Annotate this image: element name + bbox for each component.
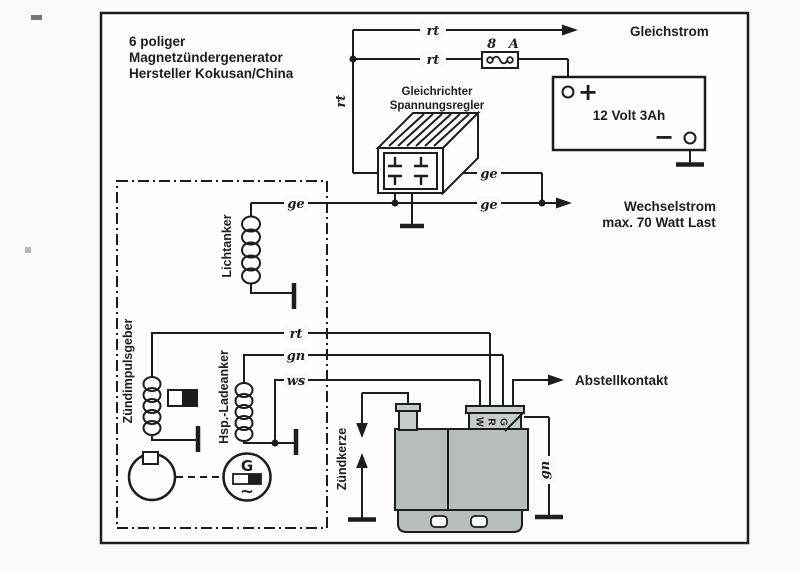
wire-ws-cdi — [274, 379, 481, 443]
battery-body — [551, 75, 707, 152]
rectifier-label-1: Gleichrichter — [402, 86, 473, 98]
trigger-magnet-pole — [182, 390, 197, 406]
coil-icon — [234, 382, 254, 442]
connector-pins-bottom — [388, 174, 428, 185]
arrow-right-icon — [548, 374, 564, 386]
cdi-connector-edge — [504, 412, 524, 432]
generator-g-label: G — [241, 457, 253, 475]
battery: + 12 Volt 3Ah − — [551, 75, 707, 167]
wire-kill-switch — [512, 379, 550, 406]
spark-gap-arrow-down-icon — [356, 423, 368, 438]
rectifier-regulator: Gleichrichter Spannungsregler — [375, 86, 485, 229]
battery-minus-terminal — [683, 131, 697, 145]
cdi-ht-tower — [398, 410, 418, 431]
coil-icon — [142, 376, 162, 436]
ac-section-label-1: Wechselstrom — [624, 199, 716, 214]
lighting-coil-label: Lichtanker — [220, 214, 234, 277]
dc-section-label: Gleichstrom — [630, 24, 709, 39]
wire-spark-lead — [361, 392, 409, 425]
ac-section-label-2: max. 70 Watt Last — [602, 215, 716, 230]
generator-magnet-pole — [248, 474, 261, 484]
junction-dot — [271, 439, 279, 447]
connector-pins-top — [388, 157, 428, 168]
label-plate — [420, 51, 446, 66]
wire-label-ge: ge — [480, 198, 497, 213]
title-line-3: Hersteller Kokusan/China — [129, 66, 294, 81]
wire-label-rt: rt — [290, 327, 303, 342]
coil-icon — [241, 215, 261, 285]
cdi-mount-hole — [430, 515, 448, 528]
label-plate — [284, 348, 308, 362]
flywheel-keyway — [142, 451, 159, 465]
fuse-terminal — [486, 56, 494, 64]
cdi-body — [394, 428, 529, 511]
spark-plug-label: Zündkerze — [335, 428, 349, 491]
wire-label-rt: rt — [427, 24, 440, 39]
spark-plug: Zündkerze — [335, 423, 376, 522]
cdi-connector-rim — [465, 405, 525, 414]
trigger-coil: Zündimpulsgeber — [121, 318, 201, 452]
rectifier-label-2: Spannungsregler — [390, 100, 485, 112]
cdi-mount-plate — [397, 509, 523, 533]
cdi-unit: W R G — [394, 403, 563, 533]
label-plate — [477, 196, 501, 211]
wire-label-ge: ge — [480, 167, 497, 182]
wire-label-ws: ws — [287, 374, 306, 389]
junction-dot — [538, 199, 546, 207]
arrow-right-icon — [562, 24, 578, 36]
ac-wave-icon: ~ — [240, 482, 254, 502]
label-plate — [420, 22, 446, 37]
charge-coil: Hsp.-Ladeanker — [217, 350, 299, 455]
label-plate — [284, 373, 308, 387]
fuse-rating-label: 8 A — [487, 37, 523, 52]
junction-dot — [391, 199, 399, 207]
fuse-element — [491, 55, 509, 65]
cdi-ht-tower-cap — [395, 403, 421, 412]
wire-rt-cdi — [151, 332, 491, 406]
wire-label-rt-vertical: rt — [334, 95, 349, 108]
charge-coil-label: Hsp.-Ladeanker — [217, 350, 231, 444]
flywheel-generator: G ~ — [127, 451, 272, 502]
wire-lighting-leads — [250, 203, 292, 294]
wire-label-rt: rt — [427, 53, 440, 68]
junction-dot — [349, 55, 357, 63]
title-block: 6 poliger Magnetzündergenerator Herstell… — [129, 34, 294, 81]
trigger-coil-label: Zündimpulsgeber — [121, 318, 135, 423]
wire-label-ge: ge — [287, 197, 304, 212]
scan-speck — [25, 247, 31, 253]
battery-plus-terminal — [561, 85, 575, 99]
plus-icon: + — [578, 78, 598, 106]
cdi-pin-g: G — [498, 418, 509, 426]
minus-icon: − — [654, 123, 674, 151]
rectifier-connector — [383, 152, 438, 190]
fuse-terminal — [506, 56, 514, 64]
wire-label-gn-vertical: gn — [538, 461, 553, 480]
label-plate — [284, 195, 308, 210]
battery-capacity-label: 12 Volt 3Ah — [593, 108, 666, 123]
cdi-pin-r: R — [486, 418, 497, 426]
lighting-coil: Lichtanker — [220, 214, 297, 309]
arrow-right-icon — [556, 197, 572, 209]
fuse-symbol: 8 A — [481, 37, 523, 69]
spark-gap-arrow-up-icon — [356, 453, 368, 468]
title-line-1: 6 poliger — [129, 34, 186, 49]
label-plate — [284, 326, 308, 340]
wire-gn-cdi — [243, 354, 504, 406]
wire-label-gn: gn — [287, 349, 306, 364]
kill-switch-label: Abstellkontakt — [575, 373, 669, 388]
label-plate — [541, 456, 557, 484]
wire-label-group: rt rt rt ge ge ge rt gn ws gn — [284, 22, 557, 484]
heatsink-fins — [388, 113, 470, 147]
scan-speck — [31, 15, 42, 20]
title-line-2: Magnetzündergenerator — [129, 50, 284, 65]
cdi-mount-hole — [470, 515, 488, 528]
cdi-pin-w: W — [474, 417, 485, 427]
label-plate — [477, 165, 501, 180]
